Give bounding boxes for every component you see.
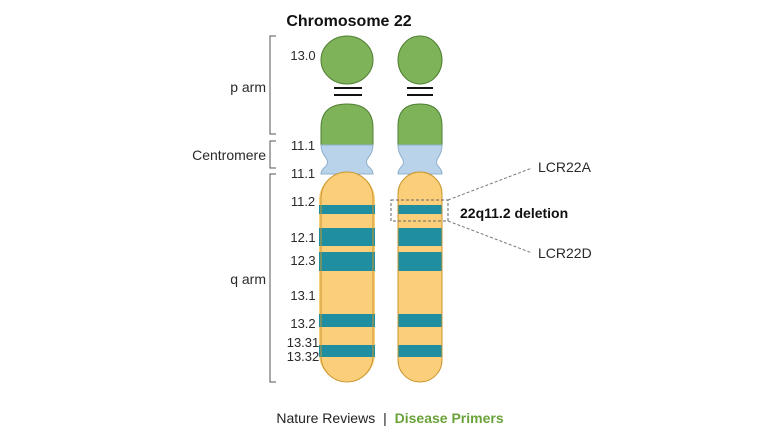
dark-band — [319, 205, 375, 214]
centromere-label: Centromere — [192, 147, 266, 163]
p-arm — [320, 103, 374, 146]
dark-band — [319, 345, 375, 357]
series-name: Disease Primers — [394, 410, 504, 426]
dark-band — [319, 314, 375, 327]
centromere — [397, 144, 443, 175]
journal-name: Nature Reviews — [276, 410, 376, 426]
band-label: 12.3 — [290, 253, 315, 268]
lcr22a-leader — [447, 167, 533, 201]
dark-band — [398, 228, 442, 246]
q-arm — [319, 172, 375, 382]
p-arm — [397, 103, 443, 146]
deletion-box — [390, 199, 449, 222]
band-label: 13.2 — [290, 316, 315, 331]
band-label: 11.2 — [291, 194, 315, 209]
diagram-title: Chromosome 22 — [286, 13, 411, 30]
dark-band — [398, 205, 442, 214]
band-label: 13.31 — [287, 335, 320, 350]
band-label: 13.0 — [290, 48, 315, 63]
lcr22a-label: LCR22A — [538, 159, 592, 175]
p-arm-satellite — [320, 35, 374, 85]
lcr22d-leader — [447, 220, 533, 254]
p-arm-bracket — [269, 35, 276, 135]
dark-band — [319, 228, 375, 246]
dark-band — [398, 252, 442, 271]
p-arm-label: p arm — [230, 79, 266, 95]
chromosome-left — [319, 35, 375, 383]
q-arm-bracket — [269, 173, 276, 383]
q-arm — [398, 172, 442, 382]
footer-credit: Nature Reviews | Disease Primers — [0, 410, 780, 426]
centromere-bracket — [269, 140, 276, 169]
band-label: 11.1 — [291, 138, 315, 153]
footer-separator: | — [383, 410, 387, 426]
band-label: 11.1 — [291, 166, 315, 181]
band-label: 13.1 — [290, 288, 315, 303]
q-arm-label: q arm — [230, 271, 266, 287]
band-label: 12.1 — [290, 230, 315, 245]
dark-band — [319, 252, 375, 271]
deletion-label: 22q11.2 deletion — [460, 205, 568, 221]
chromosome-right — [397, 35, 443, 383]
centromere — [320, 144, 374, 175]
band-label: 13.32 — [287, 349, 320, 364]
lcr22d-label: LCR22D — [538, 245, 592, 261]
p-arm-satellite — [397, 35, 443, 85]
dark-band — [398, 314, 442, 327]
dark-band — [398, 345, 442, 357]
